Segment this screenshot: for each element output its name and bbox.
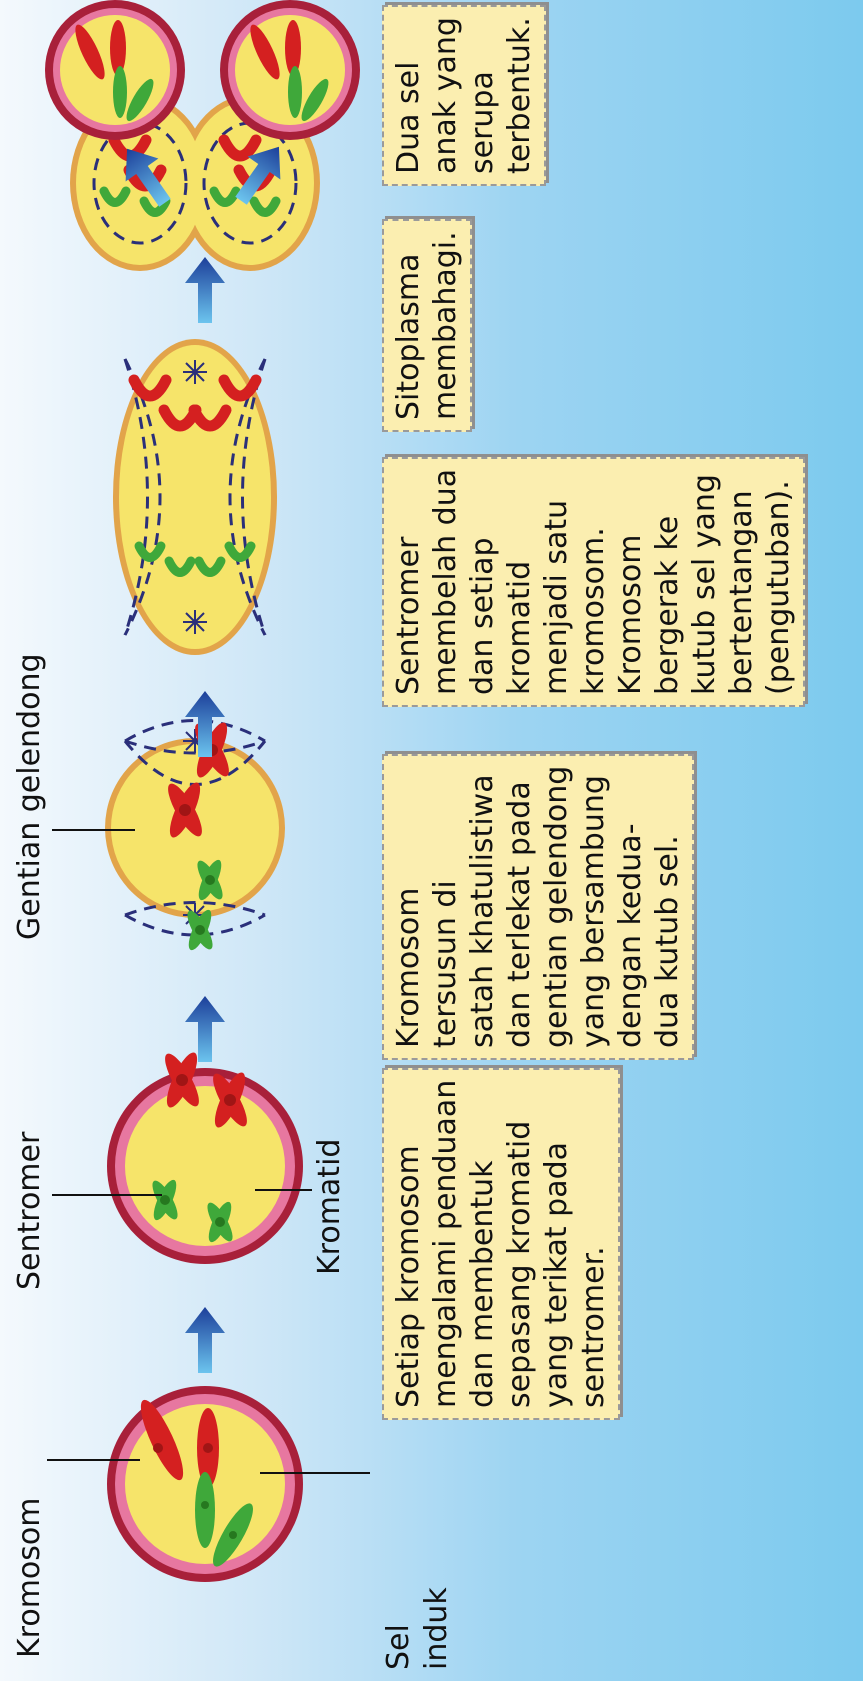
- step-box-3: Sentromer membelah dua dan setiap kromat…: [382, 456, 805, 707]
- step-3-line-11: (pengutuban).: [761, 480, 796, 695]
- step-3-line-7: Kromosom: [613, 534, 648, 696]
- spindle-pole-bottom: [182, 609, 208, 635]
- step-box-4: Sitoplasma membahagi.: [382, 219, 472, 432]
- step-1-line-1: Setiap kromosom: [391, 1145, 426, 1408]
- chromosome-green-2: [213, 1503, 253, 1567]
- step-3-line-2: membelah dua: [428, 468, 463, 695]
- step-2-line-1: Kromosom: [391, 887, 426, 1049]
- arrow-diagonal-right: [235, 146, 281, 205]
- step-3-line-9: kutub sel yang: [687, 474, 722, 695]
- step-1-line-3: dan membentuk: [465, 1160, 500, 1408]
- parent-cell: [107, 1386, 303, 1582]
- step-5-line-2: anak yang: [428, 17, 463, 174]
- step-2-line-3: satah khatulistiwa: [465, 774, 500, 1048]
- step-1-line-5: yang terikat pada: [539, 1141, 574, 1408]
- label-gentian-gelendong: Gentian gelendong: [12, 653, 47, 940]
- spindle-fibers: [123, 358, 267, 636]
- label-kromatid: Kromatid: [312, 1138, 347, 1275]
- daughter-cell-left: [45, 0, 185, 140]
- step-5-line-4: terbentuk.: [502, 17, 537, 174]
- step-4-line-2: membahagi.: [428, 231, 463, 420]
- arrow-up-4: [185, 257, 225, 323]
- arrow-up-1: [185, 1307, 225, 1373]
- metaphase-cell: [105, 719, 285, 953]
- step-box-5: Dua sel anak yang serupa terbentuk.: [382, 5, 546, 186]
- step-3-line-3: dan setiap: [465, 537, 500, 695]
- step-2-line-7: dengan kedua-: [613, 823, 648, 1048]
- label-sel-induk: Sel induk: [380, 1587, 456, 1670]
- label-sel-induk-line-1: Sel: [381, 1624, 416, 1670]
- chromosome-red-2: [197, 1408, 219, 1488]
- step-3-line-10: bertentangan: [724, 490, 759, 695]
- step-1-line-6: sentromer.: [576, 1246, 611, 1408]
- step-3-line-5: menjadi satu: [539, 499, 574, 695]
- label-sel-induk-line-2: induk: [419, 1587, 454, 1670]
- step-3-line-6: kromosom.: [576, 527, 611, 695]
- chromosome-green-1: [195, 1472, 215, 1548]
- label-sentromer: Sentromer: [12, 1131, 47, 1290]
- label-kromosom: Kromosom: [12, 1497, 47, 1659]
- step-2-line-5: gentian gelendong: [539, 765, 574, 1048]
- step-3-line-4: kromatid: [502, 560, 537, 695]
- step-1-line-4: sepasang kromatid: [502, 1120, 537, 1408]
- arrow-up-2: [185, 996, 225, 1062]
- chromosome-red-1: [140, 1399, 184, 1481]
- spindle-pole-top: [182, 359, 208, 385]
- step-2-line-2: tersusun di: [428, 880, 463, 1048]
- step-3-line-1: Sentromer: [391, 536, 426, 695]
- step-3-line-8: bergerak ke: [650, 515, 685, 695]
- anaphase-cell: [113, 339, 277, 655]
- daughter-cell-right: [220, 0, 360, 140]
- step-box-2: Kromosom tersusun di satah khatulistiwa …: [382, 753, 694, 1060]
- step-5-line-1: Dua sel: [391, 61, 426, 174]
- step-2-line-4: dan terlekat pada: [502, 781, 537, 1048]
- step-1-line-2: mengalami penduaan: [428, 1079, 463, 1408]
- step-2-line-8: dua kutub sel.: [650, 835, 685, 1048]
- arrow-diagonal-left: [125, 148, 171, 207]
- step-5-line-3: serupa: [465, 71, 500, 174]
- step-2-line-6: yang bersambung: [576, 775, 611, 1048]
- prophase-cell: [107, 1049, 303, 1264]
- step-4-line-1: Sitoplasma: [391, 253, 426, 421]
- step-box-1: Setiap kromosom mengalami penduaan dan m…: [382, 1067, 620, 1420]
